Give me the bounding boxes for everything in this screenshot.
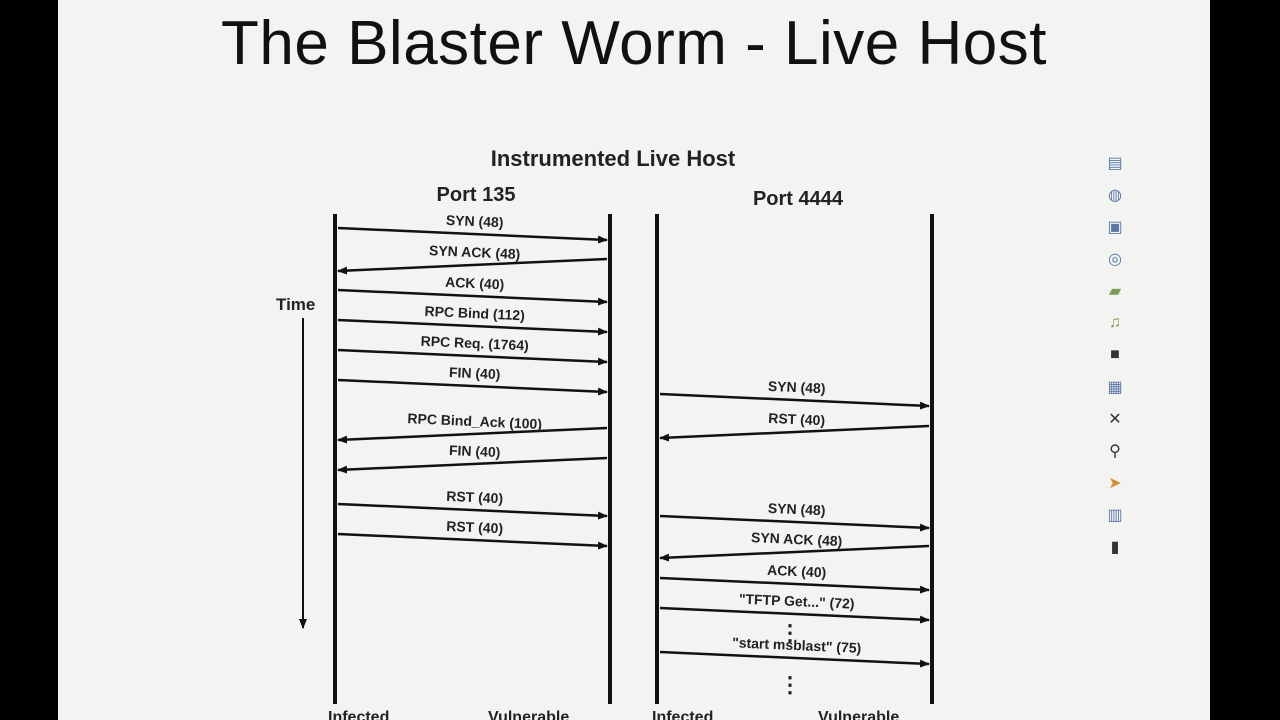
terminal-icon[interactable]: ■ — [1110, 346, 1120, 363]
port-label: Port 135 — [437, 184, 516, 206]
document-icon[interactable]: ▣ — [1107, 219, 1123, 236]
message-label: RPC Req. (1764) — [420, 333, 529, 354]
continuation-dots: ⋮ — [779, 620, 801, 645]
message-arrow — [659, 514, 930, 532]
side-toolbar: ▤ ◍ ▣ ◎ ▰ ♫ ■ ▦ ✕ ⚲ ➤ ▥ ▮ — [1098, 150, 1132, 566]
message-arrow — [337, 378, 608, 396]
message-label: SYN (48) — [768, 378, 826, 396]
message-label: RST (40) — [768, 410, 825, 428]
message-label: FIN (40) — [449, 442, 501, 460]
message-label: ACK (40) — [445, 274, 505, 293]
message-arrow — [337, 226, 608, 244]
slide: The Blaster Worm - Live Host Instrumente… — [58, 0, 1210, 720]
message-label: SYN (48) — [768, 500, 826, 518]
panel-port-135: Port 135 Infected Vulnerable SYN (48) SYN… — [328, 184, 612, 720]
message-arrow — [659, 424, 930, 442]
message-arrow — [659, 392, 930, 410]
presentation-icon[interactable]: ▤ — [1107, 155, 1123, 172]
bottom-label-vulnerable: Vulnerable — [488, 709, 569, 720]
message-arrow — [337, 456, 608, 474]
message-arrow — [337, 502, 608, 520]
message-label: "start msblast" (75) — [732, 634, 862, 656]
bottom-label-infected: Infected — [328, 709, 389, 720]
magnifier-icon[interactable]: ⚲ — [1109, 443, 1121, 460]
bottom-label-infected: Infected — [652, 709, 713, 720]
panel-port-4444: Port 4444 Infected Vulnerable ⋮ ⋮ SYN (4… — [652, 188, 934, 720]
slide-title: The Blaster Worm - Live Host — [221, 9, 1047, 78]
message-arrow — [337, 532, 608, 550]
trash-icon[interactable]: ▮ — [1110, 539, 1120, 556]
continuation-dots: ⋮ — [779, 672, 801, 697]
message-arrow — [337, 426, 608, 444]
calendar-icon[interactable]: ▦ — [1107, 379, 1123, 396]
port-label: Port 4444 — [753, 188, 844, 210]
time-label: Time — [276, 295, 315, 314]
close-icon[interactable]: ✕ — [1108, 411, 1122, 428]
globe-icon[interactable]: ◍ — [1108, 187, 1122, 204]
search-icon[interactable]: ◎ — [1108, 251, 1122, 268]
message-arrow — [337, 318, 608, 336]
message-label: RST (40) — [446, 488, 503, 506]
message-arrow — [659, 606, 930, 624]
message-label: RPC Bind (112) — [424, 303, 525, 323]
message-label: SYN ACK (48) — [751, 529, 843, 549]
chart-icon[interactable]: ▥ — [1107, 507, 1123, 524]
pointer-icon[interactable]: ➤ — [1108, 475, 1122, 492]
message-label: RST (40) — [446, 518, 503, 536]
message-label: ACK (40) — [767, 562, 827, 581]
message-arrow — [659, 650, 930, 668]
message-arrow — [659, 544, 930, 562]
diagram-title: Instrumented Live Host — [491, 146, 736, 171]
message-label: "TFTP Get..." (72) — [739, 591, 855, 612]
folder-icon[interactable]: ▰ — [1108, 283, 1122, 300]
message-arrow — [659, 576, 930, 594]
message-label: FIN (40) — [449, 364, 501, 382]
bottom-label-vulnerable: Vulnerable — [818, 709, 899, 720]
message-label: RPC Bind_Ack (100) — [407, 410, 542, 432]
message-arrow — [337, 348, 608, 366]
message-label: SYN (48) — [446, 212, 504, 230]
message-arrow — [337, 257, 608, 275]
message-label: SYN ACK (48) — [429, 242, 521, 262]
message-arrow — [337, 288, 608, 306]
music-icon[interactable]: ♫ — [1109, 314, 1121, 331]
sequence-diagram: Instrumented Live Host Time Port 135 Inf… — [276, 146, 934, 720]
